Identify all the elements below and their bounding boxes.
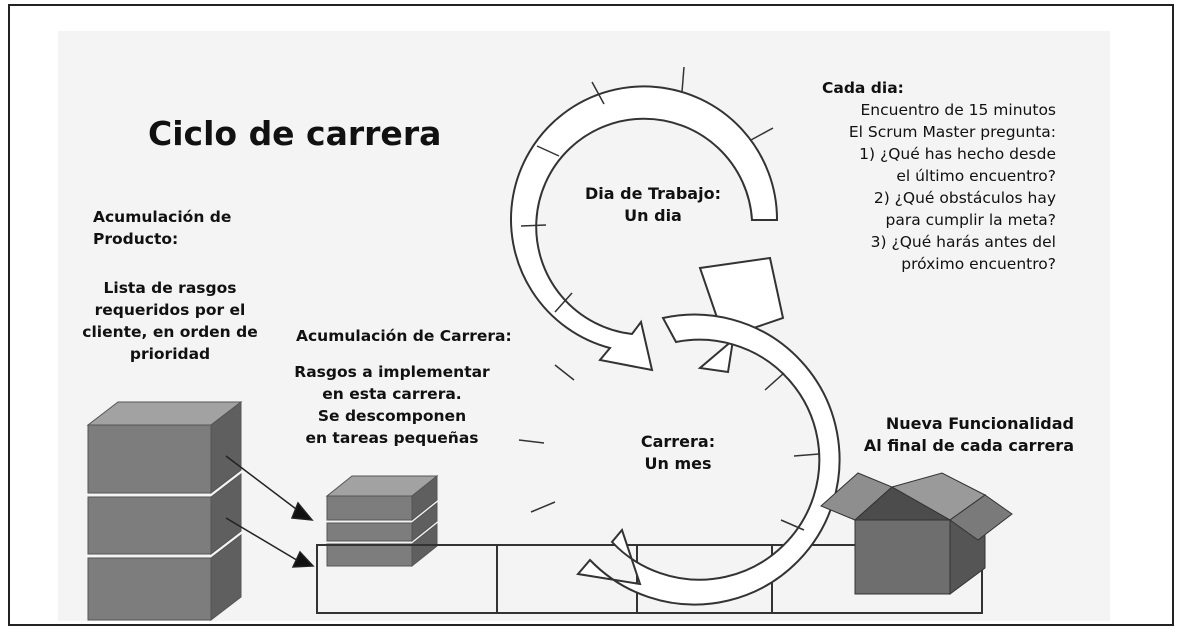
daily-cycle-label-line: Un dia (624, 206, 682, 225)
product-backlog-heading-line: Producto: (93, 230, 179, 248)
sprint-cycle-label: Carrera: Un mes (608, 431, 748, 475)
diagram-frame (8, 4, 1174, 626)
daily-meeting-line: 2) ¿Qué obstáculos hay (873, 189, 1056, 207)
daily-meeting-line: para cumplir la meta? (885, 211, 1057, 229)
product-backlog-stack-icon (86, 400, 243, 622)
sprint-cycle-ring (518, 313, 841, 606)
daily-meeting-heading: Cada dia: (822, 79, 904, 97)
product-backlog-desc-line: Lista de rasgos (103, 279, 237, 297)
daily-meeting-line: 3) ¿Qué harás antes del (870, 233, 1056, 251)
product-backlog-desc-line: requeridos por el (94, 301, 246, 319)
daily-meeting-line: el último encuentro? (896, 167, 1056, 185)
daily-meeting-line: El Scrum Master pregunta: (848, 123, 1056, 141)
sprint-backlog-desc-line: Rasgos a implementar (294, 363, 490, 381)
sprint-backlog-desc-line: en tareas pequeñas (305, 429, 479, 447)
daily-cycle-label-line: Dia de Trabajo: (585, 184, 721, 203)
increment-label-line: Al final de cada carrera (863, 436, 1074, 455)
product-backlog-desc-line: prioridad (129, 345, 211, 363)
daily-cycle-label: Dia de Trabajo: Un dia (560, 183, 746, 227)
product-backlog-heading-line: Acumulación de (93, 208, 232, 226)
page-title: Ciclo de carrera (148, 114, 442, 153)
product-backlog-heading: Acumulación de Producto: (93, 206, 231, 250)
product-backlog-description: Lista de rasgos requeridos por el client… (65, 277, 275, 365)
sprint-cycle-label-line: Carrera: (640, 432, 716, 451)
sprint-backlog-heading: Acumulación de Carrera: (296, 327, 512, 345)
increment-label: Nueva Funcionalidad Al final de cada car… (832, 413, 1074, 457)
daily-meeting-line: próximo encuentro? (901, 255, 1056, 273)
sprint-backlog-stack-icon (325, 474, 439, 568)
backlog-arrows (225, 455, 315, 568)
product-backlog-desc-line: cliente, en orden de (82, 323, 258, 341)
sprint-cycle-label-line: Un mes (644, 454, 712, 473)
sprint-backlog-desc-line: en esta carrera. (322, 385, 462, 403)
daily-meeting-line: 1) ¿Qué has hecho desde (859, 145, 1056, 163)
open-box-icon (820, 472, 1013, 595)
daily-meeting-text: Encuentro de 15 minutos El Scrum Master … (804, 99, 1056, 275)
sprint-backlog-desc-line: Se descomponen (317, 407, 467, 425)
increment-label-line: Nueva Funcionalidad (885, 414, 1074, 433)
sprint-backlog-description: Rasgos a implementar en esta carrera. Se… (282, 361, 502, 449)
daily-meeting-line: Encuentro de 15 minutos (860, 101, 1056, 119)
